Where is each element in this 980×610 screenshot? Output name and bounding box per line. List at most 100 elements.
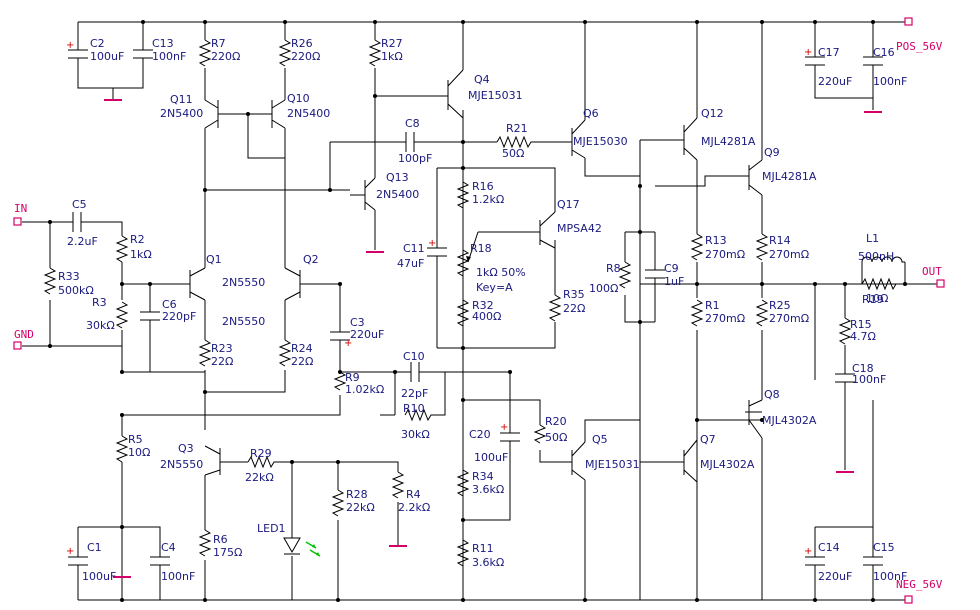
- ref-label-r13: R13: [705, 234, 727, 247]
- value-label-r34: 3.6kΩ: [472, 483, 504, 496]
- value-label-c6: 220pF: [162, 310, 196, 323]
- value-label-q5: MJE15031: [585, 458, 640, 471]
- ground-symbols: [104, 99, 882, 578]
- capacitor-symbol-c9: [645, 262, 665, 290]
- value-label-r14: 270mΩ: [769, 248, 809, 261]
- value-label-r6: 175Ω: [213, 546, 242, 559]
- ref-label-q10: Q10: [287, 92, 310, 105]
- ref-label-q11: Q11: [170, 93, 193, 106]
- ref-label-r27: R27: [381, 37, 403, 50]
- value-label-q4: MJE15031: [468, 89, 523, 102]
- value-label-r13: 270mΩ: [705, 248, 745, 261]
- port-pos-box: [904, 17, 913, 26]
- value-label-q8: MJL4302A: [762, 414, 817, 427]
- value-label-r32: 400Ω: [472, 310, 501, 323]
- value-label-r8: 100Ω: [589, 282, 618, 295]
- value-label-q7: MJL4302A: [700, 458, 755, 471]
- q1-part-label: 2N5550: [222, 276, 265, 289]
- port-gnd-label: GND: [14, 328, 34, 341]
- value-label-r16: 1.2kΩ: [472, 193, 504, 206]
- value-label-c3: 220uF: [350, 328, 384, 341]
- value-label-c5: 2.2uF: [67, 235, 98, 248]
- ref-label-c5: C5: [72, 198, 87, 211]
- ref-label-q8: Q8: [764, 388, 780, 401]
- ref-label-r24: R24: [291, 342, 313, 355]
- plus-mark-c14: +: [804, 546, 812, 557]
- ref-label-r14: R14: [769, 234, 791, 247]
- value-label-q11: 2N5400: [160, 107, 203, 120]
- port-pos-label: POS_56V: [896, 40, 943, 53]
- ref-label-r18: R18: [470, 242, 492, 255]
- ref-label-r5: R5: [128, 433, 143, 446]
- ref-label-r26: R26: [291, 37, 313, 50]
- value-label-l1: 500nH: [858, 250, 894, 263]
- ref-label-l1: L1: [866, 232, 879, 245]
- plus-mark-c11: +: [428, 238, 436, 249]
- ref-label-q1: Q1: [206, 253, 222, 266]
- capacitor-symbol-c3: [330, 322, 350, 350]
- capacitor-symbol-c5: [62, 212, 92, 232]
- ref-label-c17: C17: [818, 46, 840, 59]
- ref-label-r7: R7: [211, 37, 226, 50]
- value-label-c10: 22pF: [401, 387, 428, 400]
- value-label-c8: 100pF: [398, 152, 432, 165]
- ref-label-c16: C16: [873, 46, 895, 59]
- ref-label-q12: Q12: [701, 107, 724, 120]
- ref-label-r8: R8: [606, 262, 621, 275]
- capacitor-symbol-c8: [400, 132, 420, 152]
- ref-label-q7: Q7: [700, 433, 716, 446]
- value-label-q9: MJL4281A: [762, 170, 817, 183]
- ref-label-c9: C9: [664, 262, 679, 275]
- value-label-r3: 30kΩ: [86, 319, 115, 332]
- capacitor-symbol-c1: [68, 548, 88, 575]
- value-label-c9: 1uF: [664, 275, 684, 288]
- port-out-label: OUT: [922, 265, 942, 278]
- value-label-c14: 220uF: [818, 570, 852, 583]
- ref-label-c13: C13: [152, 37, 174, 50]
- ref-label-q2: Q2: [303, 253, 319, 266]
- value-label-r2: 1kΩ: [130, 248, 152, 261]
- capacitor-symbol-c11: [427, 236, 447, 268]
- ref-label-r29: R29: [250, 447, 272, 460]
- value-label-c16: 100nF: [873, 75, 907, 88]
- value-label-r15: 4.7Ω: [850, 330, 876, 343]
- value-label-r33: 500kΩ: [58, 284, 94, 297]
- value-label-q13: 2N5400: [376, 188, 419, 201]
- ref-label-r4: R4: [406, 488, 421, 501]
- q2-part-label: 2N5550: [222, 315, 265, 328]
- value-label-r27: 1kΩ: [381, 50, 403, 63]
- value-label-r35: 22Ω: [563, 302, 585, 315]
- value-label-r10: 30kΩ: [401, 428, 430, 441]
- ref-label-r11: R11: [472, 542, 494, 555]
- value-label-r1: 270mΩ: [705, 312, 745, 325]
- value-label-c2: 100uF: [90, 50, 124, 63]
- wires: [22, 21, 937, 601]
- ref-label-q3: Q3: [178, 442, 194, 455]
- value-label-r4: 2.2kΩ: [398, 501, 430, 514]
- ports: IN GND OUT POS_56V NEG_56V: [13, 17, 945, 604]
- capacitor-symbol-c20: [500, 425, 520, 450]
- ref-label-c2: C2: [90, 37, 105, 50]
- value-label-c13: 100nF: [152, 50, 186, 63]
- capacitor-symbol-c13: [133, 42, 153, 68]
- ref-label-q4: Q4: [474, 73, 490, 86]
- capacitor-symbol-c14: [805, 548, 825, 575]
- capacitor-symbol-c10: [400, 362, 430, 382]
- ref-label-c8: C8: [405, 117, 420, 130]
- ref-label-c15: C15: [873, 541, 895, 554]
- plus-mark-c20: +: [500, 422, 508, 433]
- ref-label-c14: C14: [818, 541, 840, 554]
- ref-label-c4: C4: [161, 541, 176, 554]
- ref-label-r35: R35: [563, 288, 585, 301]
- value-label-r19: 10Ω: [866, 292, 888, 305]
- component-symbols: + + + + + + +: [43, 39, 906, 575]
- ref-label-r15: R15: [850, 318, 872, 331]
- ref-label-c18: C18: [852, 362, 874, 375]
- resistor-symbol-horizontal-set: [247, 135, 906, 469]
- value-label-r9: 1.02kΩ: [345, 383, 384, 396]
- value-label-r21: 50Ω: [502, 147, 524, 160]
- ref-label-r19: R19: [862, 293, 884, 306]
- plus-mark-c1: +: [66, 546, 74, 557]
- ref-label-q5: Q5: [592, 433, 608, 446]
